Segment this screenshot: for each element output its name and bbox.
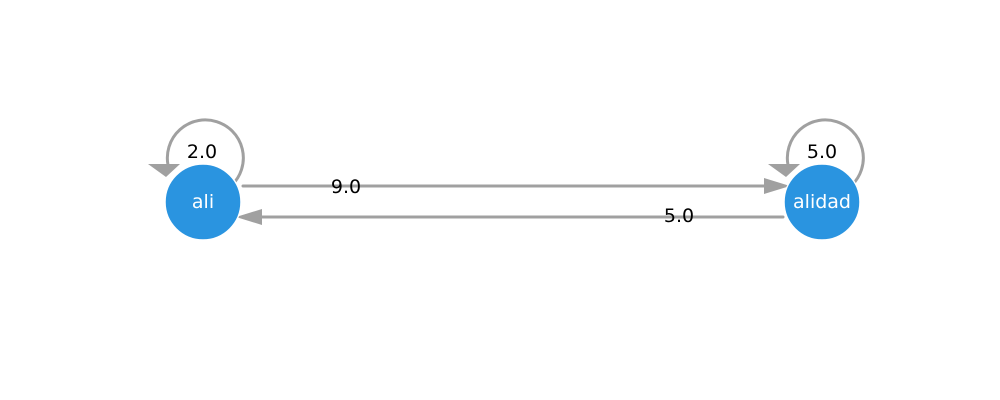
node-ali: ali [164, 163, 242, 241]
node-ali-label: ali [192, 191, 214, 213]
node-alidad-circle [783, 163, 861, 241]
edge-ali-alidad-weight: 9.0 [331, 176, 361, 198]
node-alidad-label: alidad [793, 191, 851, 213]
edge-labels: 2.0 9.0 5.0 5.0 [187, 141, 837, 227]
node-alidad: alidad [783, 163, 861, 241]
edge-ali-ali-weight: 2.0 [187, 141, 217, 163]
edge-alidad-ali-weight: 5.0 [664, 205, 694, 227]
edge-alidad-ali-arrowhead [236, 209, 262, 225]
edge-alidad-alidad-arrowhead [768, 164, 800, 177]
node-ali-circle [164, 163, 242, 241]
edge-alidad-alidad-weight: 5.0 [807, 141, 837, 163]
edge-alidad-alidad [785, 118, 865, 187]
edge-ali-alidad-arrowhead [764, 178, 790, 194]
edges [148, 118, 865, 225]
edge-ali-ali [165, 118, 245, 187]
edge-ali-ali-arrowhead [148, 164, 180, 177]
